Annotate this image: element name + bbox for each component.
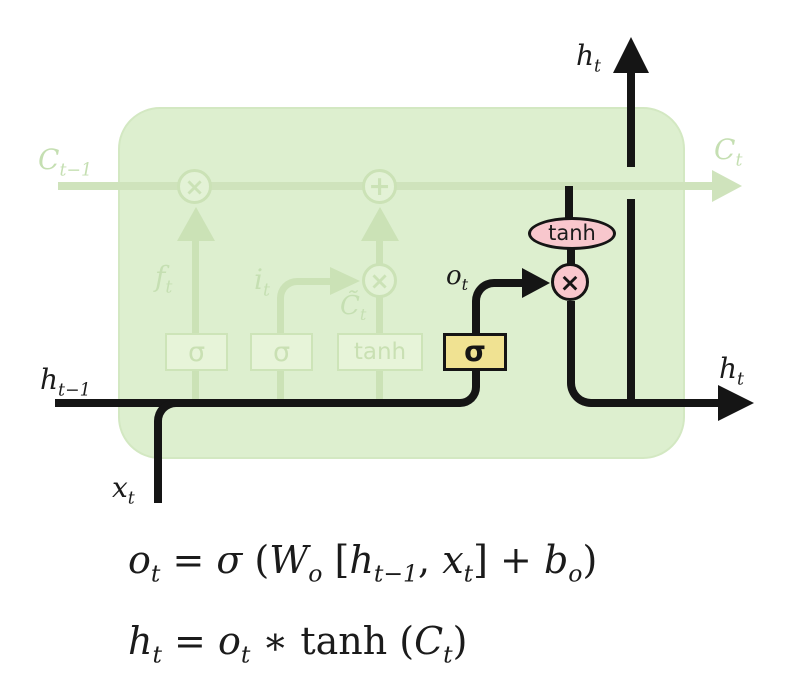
forget-gate-label: ft xyxy=(155,260,173,298)
output-tanh-node: tanh xyxy=(528,217,616,250)
input-gate-sigma-box: σ xyxy=(250,333,313,371)
candidate-tanh-box: tanh xyxy=(337,333,423,371)
output-gate-equation: ot = σ (Wo [ht−1, xt] + bo) xyxy=(128,538,598,588)
cell-state-tap-line xyxy=(565,186,573,218)
input-gate-arrow-icon xyxy=(330,267,360,295)
candidate-up-stem xyxy=(376,297,383,333)
candidate-multiply-node: × xyxy=(362,263,397,298)
multiply-glyph: × xyxy=(559,267,581,297)
hidden-up-line-upper xyxy=(627,71,635,167)
input-gate-label: it xyxy=(254,263,270,301)
output-multiply-node: × xyxy=(551,263,589,301)
tanh-multiply-connector xyxy=(567,248,575,266)
sigma-glyph: σ xyxy=(272,336,291,368)
o-gate-label: ot xyxy=(446,261,469,295)
hidden-up-arrow-icon xyxy=(613,37,649,73)
tanh-glyph: tanh xyxy=(353,339,407,365)
sigma-glyph: σ xyxy=(187,336,206,368)
output-gate-sigma-box: σ xyxy=(443,333,507,371)
h-prev-line xyxy=(55,399,460,407)
hidden-up-line-lower xyxy=(627,199,635,404)
output-line xyxy=(567,301,718,407)
add-node: + xyxy=(362,169,397,204)
forget-gate-stem xyxy=(192,371,199,402)
hidden-top-label: ht xyxy=(576,39,602,77)
multiply-glyph: × xyxy=(184,172,205,201)
cell-state-arrow-icon xyxy=(712,170,742,202)
forget-arrow-shaft xyxy=(192,240,199,333)
hidden-out-arrow-icon xyxy=(718,385,754,421)
cell-state-prev-label: Ct−1 xyxy=(38,143,93,181)
hidden-state-equation: ht = ot ∗ tanh (Ct) xyxy=(128,619,468,669)
o-gate-curve xyxy=(472,279,522,333)
candidate-stem xyxy=(376,371,383,402)
o-gate-arrow-icon xyxy=(522,268,550,298)
h-prev-label: ht−1 xyxy=(40,363,91,401)
sigma-input-curve xyxy=(440,371,480,407)
candidate-sum-arrow-icon xyxy=(361,207,399,241)
x-input-line xyxy=(154,399,202,503)
input-gate-stem xyxy=(277,371,284,402)
cell-state-out-label: Ct xyxy=(714,133,743,171)
candidate-label: C̃t xyxy=(340,291,367,325)
candidate-sum-shaft xyxy=(376,240,383,266)
plus-glyph: + xyxy=(368,171,391,202)
multiply-glyph: × xyxy=(369,266,390,295)
hidden-right-label: ht xyxy=(719,352,745,390)
tanh-glyph: tanh xyxy=(548,221,596,245)
forget-multiply-node: × xyxy=(177,169,212,204)
input-gate-curve xyxy=(277,278,331,335)
x-input-label: xt xyxy=(112,471,135,509)
forget-gate-sigma-box: σ xyxy=(165,333,228,371)
sigma-glyph: σ xyxy=(464,335,486,369)
forget-arrow-icon xyxy=(177,207,215,241)
